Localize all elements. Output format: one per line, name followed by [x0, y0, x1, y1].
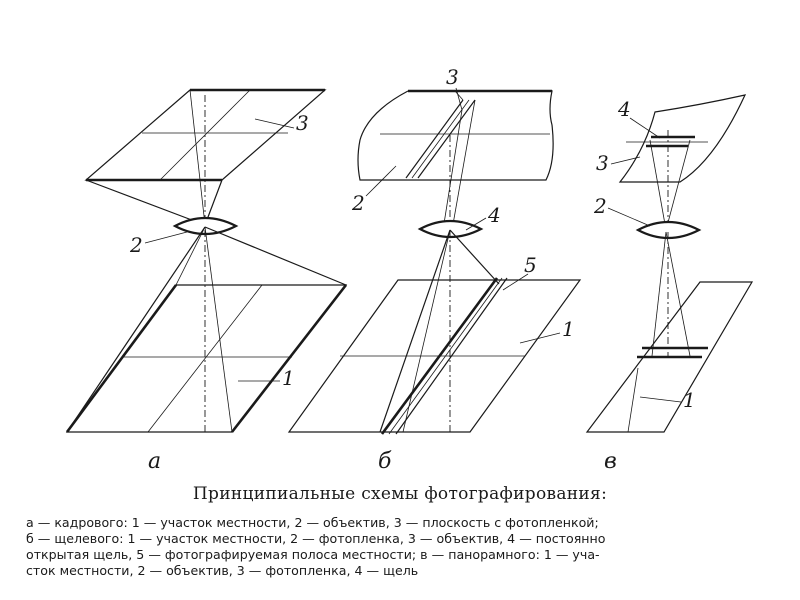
- panel-a-sublabel: а: [148, 449, 161, 474]
- panel-b-sublabel: б: [378, 449, 392, 474]
- panel-v-label-lens: 2: [593, 194, 607, 218]
- caption-line: б — щелевого: 1 — участок местности, 2 —…: [26, 531, 606, 546]
- panel-v-label-film: 3: [596, 151, 609, 175]
- panel-a-frame-camera: 3 2 1 а: [65, 88, 348, 474]
- panel-b-label-strip: 5: [524, 253, 537, 277]
- panel-a-label-film: 3: [296, 111, 309, 135]
- panel-a-label-terrain: 1: [282, 366, 295, 390]
- panel-b-label-slit: 3: [446, 65, 459, 89]
- panel-v-film: [618, 94, 747, 183]
- panel-b-lens: [417, 219, 484, 239]
- panel-v-sublabel: в: [604, 449, 617, 474]
- panel-b-label-terrain: 1: [562, 317, 575, 341]
- caption-line: открытая щель, 5 — фотографируемая полос…: [26, 547, 600, 562]
- photography-schemes-diagram: 3 2 1 а 3: [65, 65, 754, 474]
- caption-body: а — кадрового: 1 — участок местности, 2 …: [26, 515, 782, 579]
- panel-v-panoramic-camera: 4 3 2 1 в: [585, 94, 754, 474]
- panel-v-label-slit: 4: [617, 97, 631, 121]
- panel-v-terrain: [585, 281, 754, 433]
- panel-a-label-lens: 2: [129, 233, 143, 257]
- panel-b-label-film: 2: [351, 191, 365, 215]
- panel-a-lens: [172, 216, 239, 236]
- panel-b-film: [357, 90, 554, 181]
- panel-v-label-terrain: 1: [683, 388, 696, 412]
- caption-line: а — кадрового: 1 — участок местности, 2 …: [26, 515, 599, 530]
- panel-v-lens: [635, 220, 702, 240]
- panel-b-label-lens: 4: [487, 203, 501, 227]
- panel-b-slit-camera: 3 2 4 5 1 б: [287, 65, 582, 474]
- caption-line: сток местности, 2 — объектив, 3 — фотопл…: [26, 563, 419, 578]
- caption-title: Принципиальные схемы фотографирования:: [192, 484, 608, 504]
